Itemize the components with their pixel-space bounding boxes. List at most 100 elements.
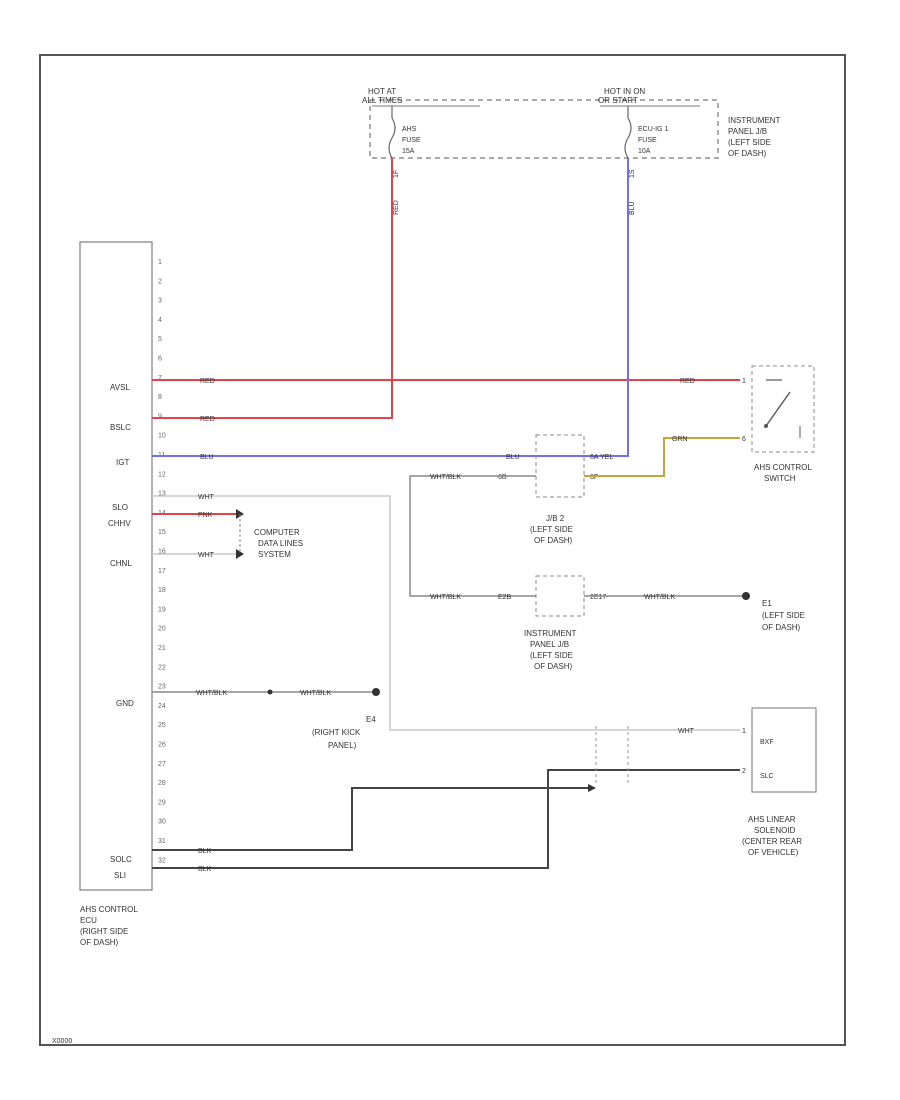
ahs-control-switch-label: AHS CONTROL SWITCH (754, 463, 812, 483)
svg-text:OF DASH): OF DASH) (762, 623, 801, 632)
connector-arrow-icon (236, 549, 244, 559)
signal-solc: SOLC (110, 855, 132, 864)
wire-label-blk2: BLK (198, 866, 212, 873)
ipjb-lower-label: INSTRUMENT PANEL J/B (LEFT SIDE OF DASH) (524, 629, 577, 671)
ipjb-lower-box (535, 575, 585, 617)
jb2-box (535, 434, 585, 498)
ecu-pin-18: 18 (158, 587, 166, 594)
wire-label-yel: YEL (600, 454, 613, 461)
signal-igt: IGT (116, 458, 129, 467)
wire-yel-switch (584, 437, 740, 477)
ground-e4-icon (372, 688, 380, 696)
svg-text:J/B 2: J/B 2 (546, 514, 565, 523)
diagram-frame (39, 54, 846, 1046)
ecu-pin-20: 20 (158, 626, 166, 633)
connector-arrow-icon (588, 784, 596, 792)
svg-text:INSTRUMENT: INSTRUMENT (728, 116, 781, 125)
svg-text:E1: E1 (762, 599, 772, 608)
ecu-pin-3: 3 (158, 298, 162, 305)
svg-text:(CENTER REAR: (CENTER REAR (742, 837, 802, 846)
wire-blk-solc (152, 787, 590, 851)
wire-red-bslc (152, 158, 393, 419)
wire-label-red2: RED (200, 416, 215, 423)
solenoid-pin-bxf: BXF (760, 739, 774, 746)
ecu-pin-21: 21 (158, 645, 166, 652)
wire-label-blk1: BLK (198, 848, 212, 855)
switch-pin-1: 1 (742, 378, 746, 385)
ecu-pin-31: 31 (158, 838, 166, 845)
svg-text:15A: 15A (402, 148, 415, 155)
ecu-pin-25: 25 (158, 722, 166, 729)
ecu-pin-1: 1 (158, 259, 162, 266)
hot-at-all-times-label: HOT AT ALL TIMES (362, 87, 402, 105)
signal-bslc: BSLC (110, 423, 131, 432)
ecu-ig-fuse-label: ECU-IG 1 FUSE 10A (638, 126, 668, 155)
wire-wht-blk-jb2 (409, 475, 536, 597)
ahs-linear-solenoid-box (751, 707, 817, 793)
ecu-pin-27: 27 (158, 761, 166, 768)
svg-text:PANEL J/B: PANEL J/B (728, 127, 767, 136)
ecu-pin-16: 16 (158, 549, 166, 556)
wire-label-wht3: WHT (678, 728, 695, 735)
ecu-pin-29: 29 (158, 799, 166, 806)
svg-text:AHS CONTROL: AHS CONTROL (754, 463, 812, 472)
wire-label-pnk: PNK (198, 512, 213, 519)
svg-text:AHS CONTROL: AHS CONTROL (80, 905, 138, 914)
wire-label-wht1: WHT (198, 494, 215, 501)
wire-label-red1: RED (200, 378, 215, 385)
svg-text:SOLENOID: SOLENOID (754, 826, 796, 835)
ecu-box (79, 241, 153, 891)
ecu-pin-23: 23 (158, 684, 166, 691)
jb2-pin-6f: 6F (590, 474, 598, 481)
wire-label-grn: GRN (672, 436, 688, 443)
svg-text:OF VEHICLE): OF VEHICLE) (748, 848, 799, 857)
hot-in-on-label: HOT IN ON OR START (598, 87, 645, 105)
fuse-box-label: INSTRUMENT PANEL J/B (LEFT SIDE OF DASH) (728, 116, 781, 158)
svg-text:E4: E4 (366, 715, 376, 724)
ecu-pin-24: 24 (158, 703, 166, 710)
svg-text:ALL TIMES: ALL TIMES (362, 96, 402, 105)
svg-text:FUSE: FUSE (402, 137, 421, 144)
ecu-pin-9: 9 (158, 413, 162, 420)
wire-blu-igt (152, 158, 629, 457)
ecu-pin-8: 8 (158, 394, 162, 401)
ecu-pin-13: 13 (158, 491, 166, 498)
fuse-right-wire: BLU (629, 201, 636, 215)
fuse-left-wire: RED (393, 200, 400, 215)
solenoid-pin-num-2: 2 (742, 768, 746, 775)
svg-text:AHS: AHS (402, 126, 417, 133)
fuse-left-pin: 1F (393, 170, 400, 178)
ecu-pin-22: 22 (158, 664, 166, 671)
svg-text:(RIGHT SIDE: (RIGHT SIDE (80, 927, 128, 936)
ecu-pin-17: 17 (158, 568, 166, 575)
fuse-right-pin: 1S (629, 169, 636, 178)
svg-text:HOT IN ON: HOT IN ON (604, 87, 645, 96)
svg-text:DATA LINES: DATA LINES (258, 539, 303, 548)
ecu-pin-15: 15 (158, 529, 166, 536)
ecu-pin-5: 5 (158, 336, 162, 343)
switch-pivot (764, 424, 768, 428)
svg-text:FUSE: FUSE (638, 137, 657, 144)
svg-text:ECU-IG 1: ECU-IG 1 (638, 126, 668, 133)
svg-text:OF DASH): OF DASH) (534, 662, 573, 671)
ipjb-pin-e2b: E2B (498, 594, 512, 601)
svg-text:SWITCH: SWITCH (764, 474, 796, 483)
ipjb-pin-2e17: 2E17 (590, 594, 606, 601)
switch-blade-icon (765, 391, 791, 427)
svg-text:(LEFT SIDE: (LEFT SIDE (530, 525, 573, 534)
ecu-pin-30: 30 (158, 819, 166, 826)
svg-text:PANEL): PANEL) (328, 741, 357, 750)
svg-text:PANEL J/B: PANEL J/B (530, 640, 569, 649)
wire-label-wht-blk3: WHT/BLK (430, 474, 461, 481)
computer-data-lines-label: COMPUTER DATA LINES SYSTEM (254, 528, 303, 559)
wire-blk-sli (152, 769, 740, 869)
svg-text:(LEFT SIDE: (LEFT SIDE (728, 138, 771, 147)
signal-sli: SLI (114, 871, 126, 880)
ecu-pin-2: 2 (158, 278, 162, 285)
svg-text:COMPUTER: COMPUTER (254, 528, 300, 537)
svg-text:10A: 10A (638, 148, 651, 155)
svg-text:INSTRUMENT: INSTRUMENT (524, 629, 577, 638)
solenoid-label: AHS LINEAR SOLENOID (CENTER REAR OF VEHI… (742, 815, 802, 857)
svg-text:ECU: ECU (80, 916, 97, 925)
signal-slo: SLO (112, 503, 128, 512)
